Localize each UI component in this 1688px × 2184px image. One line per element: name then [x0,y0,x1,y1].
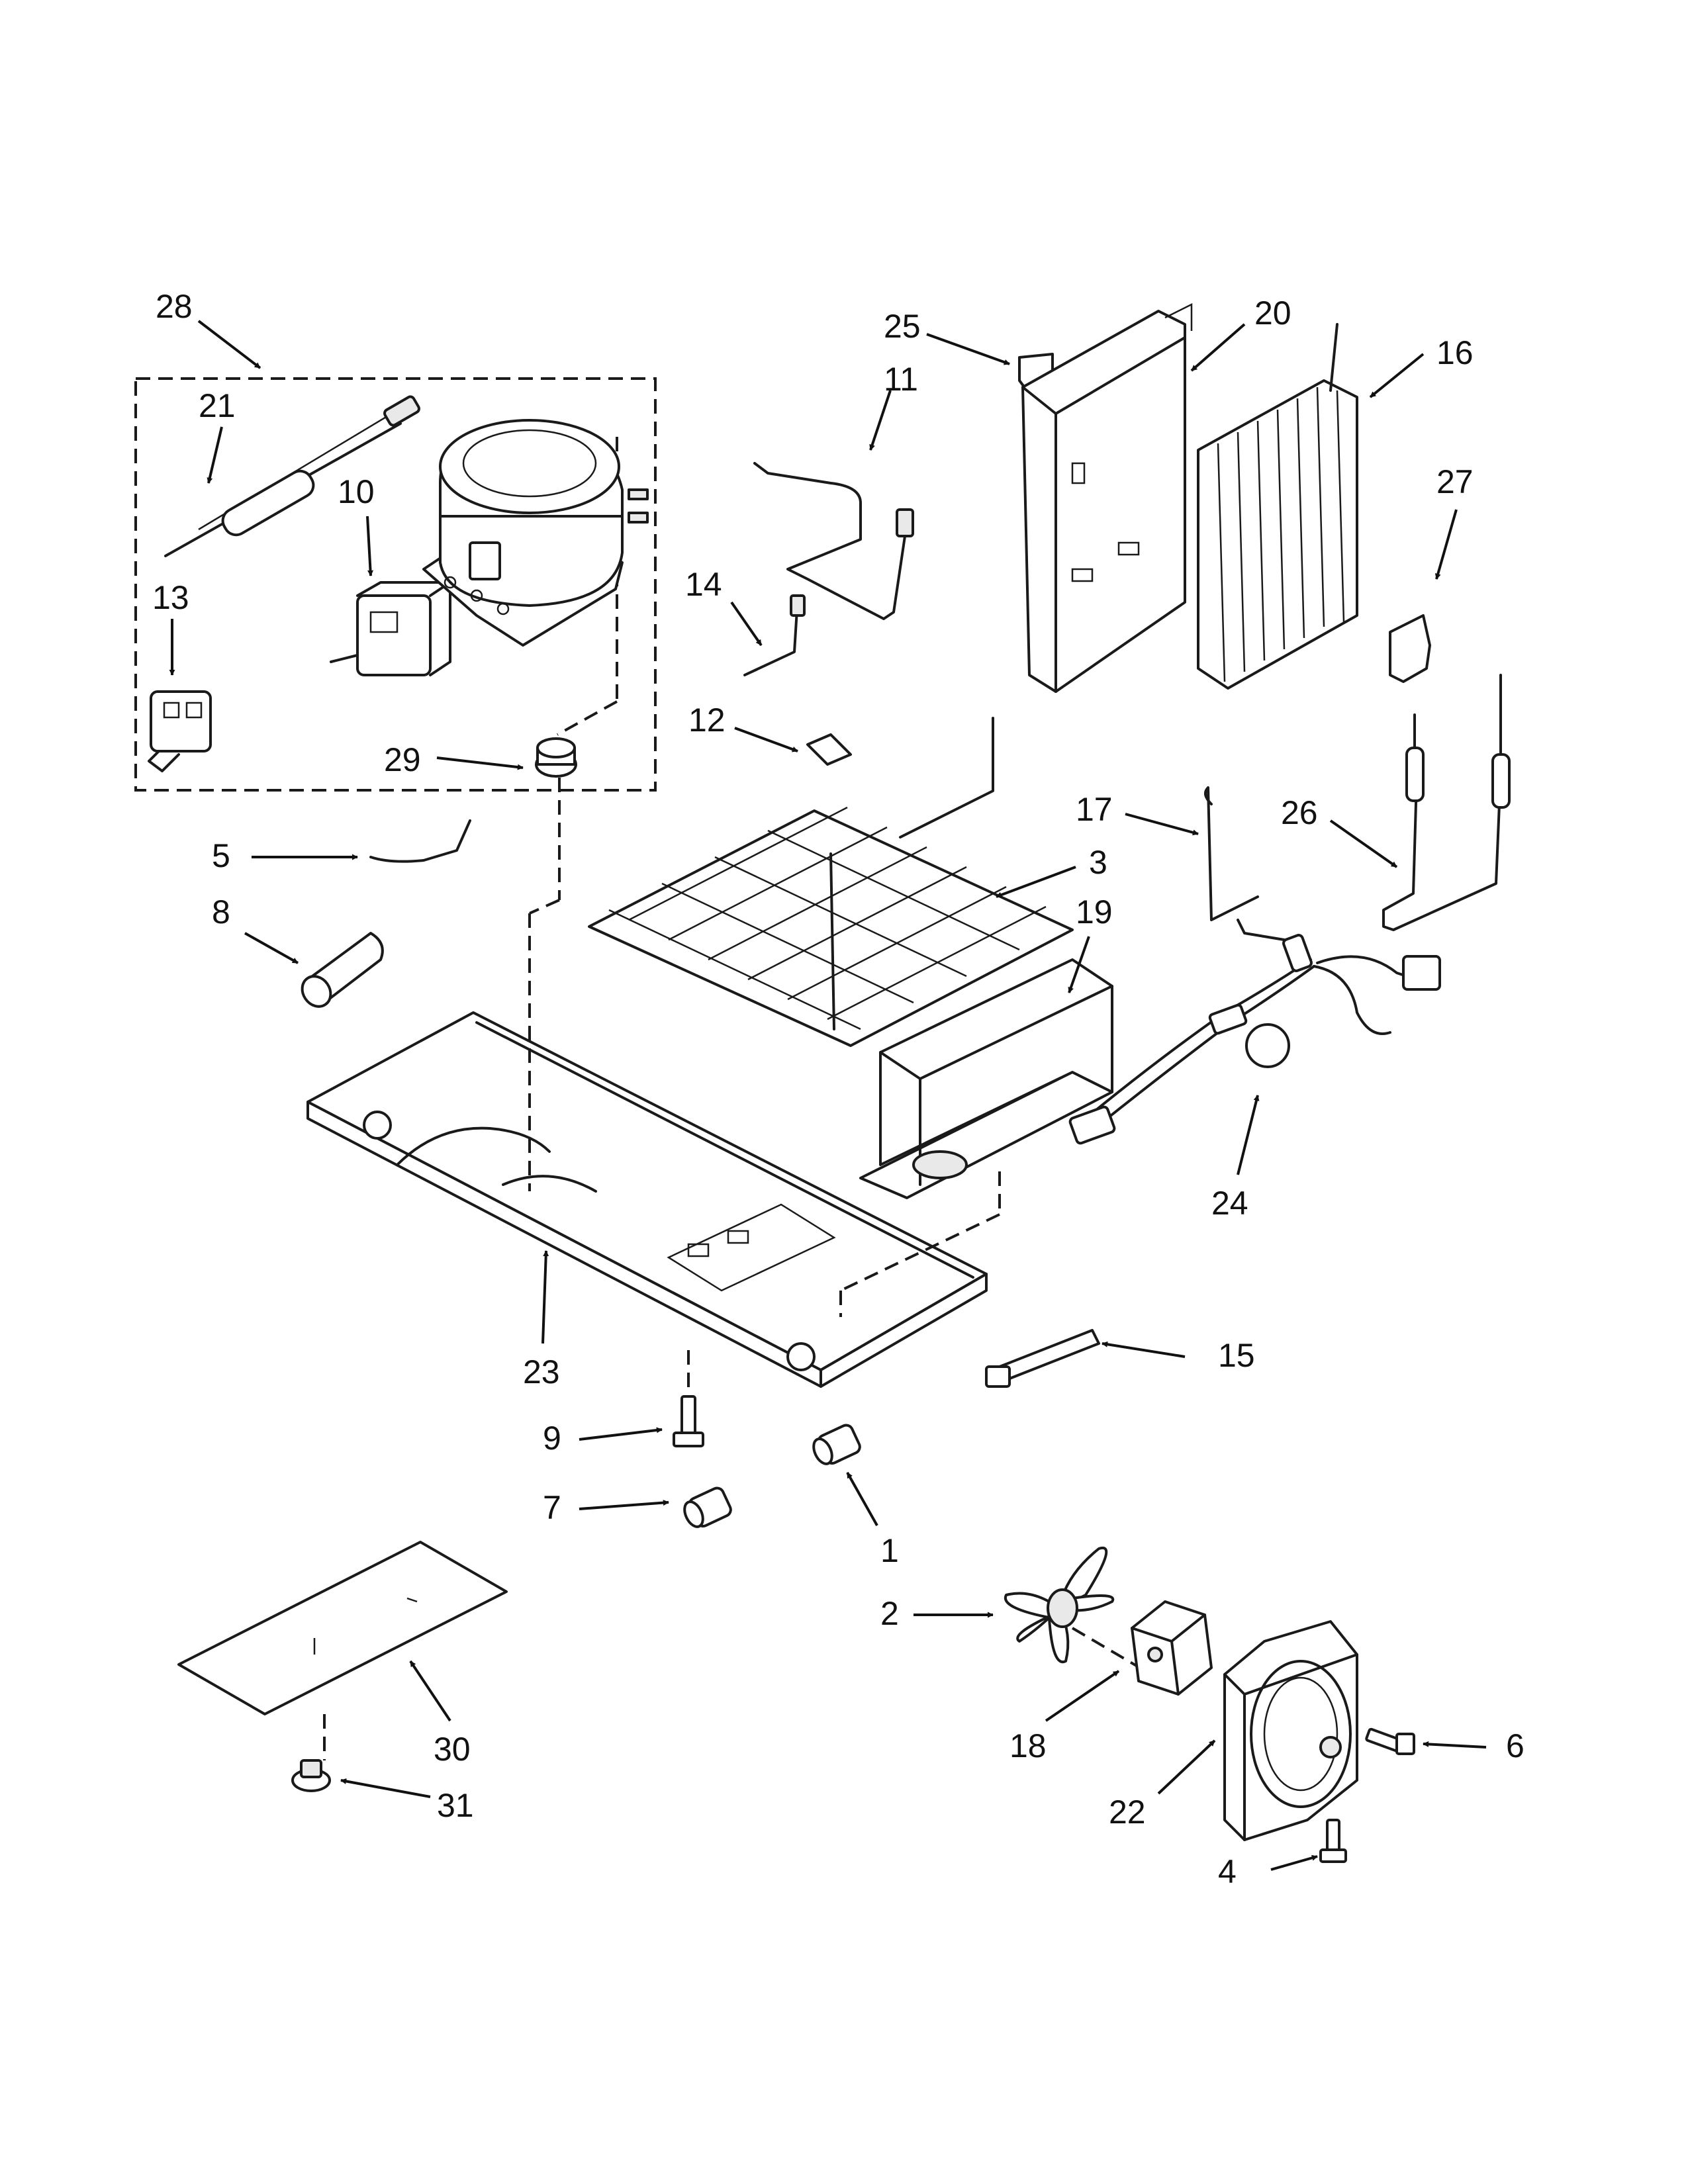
fan-motor-part [1131,1600,1213,1696]
callout-16: 16 [1436,334,1474,371]
callout-14: 14 [685,566,722,603]
callout-15: 15 [1218,1337,1255,1374]
wire-harness-part [1068,919,1441,1145]
callout-8: 8 [212,893,230,931]
compressor-part [422,419,649,647]
wire-clip-part [369,819,471,863]
callout-30: 30 [434,1731,471,1768]
leader-arrow [1068,936,1090,993]
leader-arrow [207,426,223,484]
drier-tube-part [1382,674,1511,931]
leader-arrow [436,756,524,770]
grommet-part [535,737,577,778]
leader-arrow [1102,1341,1186,1358]
leader-line [840,1213,1000,1292]
leader-arrow [1157,1739,1216,1795]
leader-arrow [1329,819,1398,868]
callout-20: 20 [1254,295,1291,332]
fan-blade-part [1004,1546,1115,1664]
overload-protector-part [148,690,212,772]
leader-arrow [730,601,763,647]
leader-arrow [1190,323,1246,372]
callout-17: 17 [1076,791,1113,828]
callout-3: 3 [1089,844,1107,881]
evaporator-cover-part [1021,302,1193,693]
spacer-part [683,1486,732,1528]
fan-shroud-part [1223,1620,1358,1841]
leader-arrow [1369,353,1425,398]
callout-11: 11 [884,361,918,398]
callout-28: 28 [156,288,193,325]
callout-4: 4 [1218,1853,1237,1890]
leader-arrow [926,333,1010,365]
cable-tie-part [985,1329,1100,1388]
leader-arrow [1423,1741,1487,1749]
leader-arrow [579,1427,663,1441]
callout-6: 6 [1506,1727,1524,1764]
callout-26: 26 [1281,794,1318,831]
evaporator-coil-part [588,717,1074,1047]
callout-1: 1 [880,1532,899,1569]
callout-27: 27 [1436,463,1474,500]
leader-arrow [409,1660,451,1722]
leader-arrow [244,932,299,964]
start-relay-part [330,581,451,676]
callout-31: 31 [437,1787,474,1824]
spacer-part [812,1424,861,1465]
leader-line [529,899,560,915]
leader-arrow [366,516,374,576]
leader-arrow [579,1500,669,1510]
callout-24: 24 [1211,1185,1248,1222]
screw-part [1319,1819,1347,1863]
drain-pan-part [859,958,1113,1199]
leader-arrow [1237,1095,1260,1175]
callout-13: 13 [152,579,189,616]
leader-arrow [541,1250,549,1344]
callout-29: 29 [384,741,421,778]
callout-22: 22 [1109,1794,1146,1831]
leader-arrow [340,1778,431,1798]
callout-23: 23 [523,1353,560,1390]
base-plate-part [306,1011,988,1388]
callout-5: 5 [212,837,230,874]
leader-arrow [1125,813,1199,836]
condenser-coil-part [1197,323,1358,690]
bolt-part [1365,1727,1415,1755]
bracket-part [1389,614,1431,683]
compressor-kit-boundary [134,377,657,792]
callout-10: 10 [338,473,375,510]
leader-arrow [1045,1670,1120,1722]
screw-part [673,1395,704,1447]
callout-7: 7 [543,1489,561,1526]
leader-arrow [734,727,798,752]
clip-part [291,1759,331,1792]
callout-18: 18 [1009,1727,1047,1764]
pad-part [177,1541,508,1715]
leader-arrow [1270,1854,1318,1871]
clip-part [806,733,852,766]
hanger-wire-part [1204,786,1259,921]
leader-arrow [846,1472,878,1526]
insulation-tube-part [301,932,384,1008]
leader-arrow [1434,509,1458,580]
suction-tube-part [753,462,908,620]
tube-fitting [896,508,914,537]
tube-fitting [790,594,806,617]
callout-12: 12 [688,702,726,739]
leader-line [557,700,618,736]
leader-arrow [996,866,1076,898]
callout-19: 19 [1076,893,1113,931]
callout-9: 9 [543,1420,561,1457]
filter-drier-part [164,395,420,557]
callout-25: 25 [884,308,921,345]
callout-21: 21 [199,387,236,424]
leader-arrow [869,390,892,451]
callout-2: 2 [880,1595,899,1632]
leader-arrow [197,320,261,369]
